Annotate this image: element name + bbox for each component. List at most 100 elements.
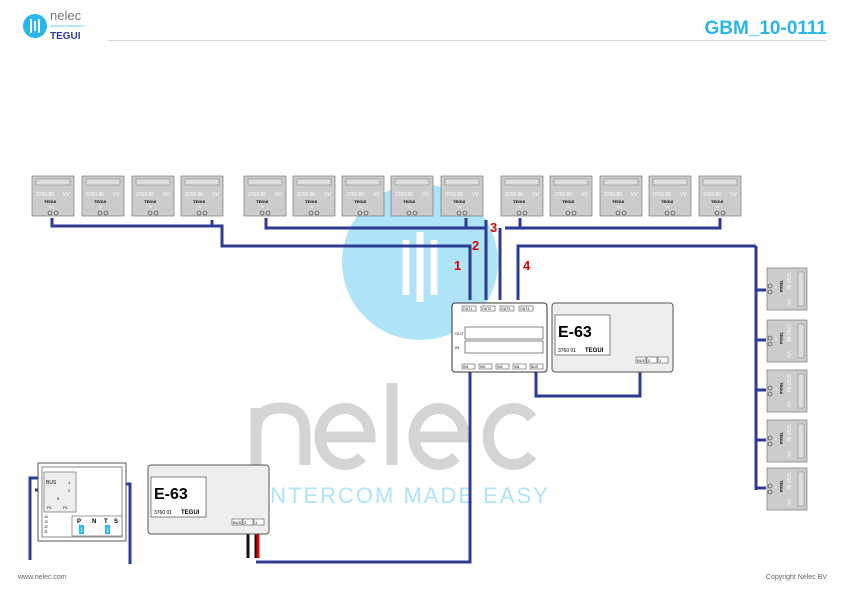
brand-label: TEGUI xyxy=(181,510,200,516)
logo-mark: nelec INTERCOM MADE EASY TEGUI xyxy=(23,8,84,42)
module-brand: TEGUI xyxy=(779,382,784,394)
terminal-screw-icon xyxy=(714,210,720,216)
input-label: IN1 xyxy=(463,365,469,369)
watermark: INTERCOM MADE EASY xyxy=(250,184,550,508)
module-in-label: IN xyxy=(99,205,102,209)
line-numbers: 1 2 3 4 xyxy=(454,220,531,273)
terminal-screw-icon xyxy=(456,210,462,216)
terminal-screw-icon xyxy=(767,391,773,397)
module-code: 3760 86 xyxy=(785,324,791,342)
module-code: 3760 86 xyxy=(248,192,266,198)
terminal-screw-icon xyxy=(621,210,627,216)
module-in-label: IN xyxy=(774,337,778,340)
model-code: 3760 01 xyxy=(558,348,576,354)
module-suffix: VV xyxy=(472,192,479,198)
psu-terminal-label: BUS xyxy=(637,358,646,363)
svg-text:J2: J2 xyxy=(44,525,48,529)
module-suffix: VV xyxy=(532,192,539,198)
terminal-screw-icon xyxy=(53,210,59,216)
module-in-label: IN xyxy=(774,485,778,488)
module-code: 3760 86 xyxy=(445,192,463,198)
terminal-screw-icon xyxy=(720,210,726,216)
terminal-screw-icon xyxy=(522,210,528,216)
module-brand: TEGUI xyxy=(779,432,784,444)
module-code: 3760 86 xyxy=(346,192,364,198)
terminal-screw-icon xyxy=(406,210,412,216)
module-code: 3760 86 xyxy=(653,192,671,198)
terminal-screw-icon xyxy=(153,210,159,216)
module-suffix: VV xyxy=(324,192,331,198)
output-terminal xyxy=(480,305,496,312)
module-brand: TEGUI xyxy=(354,199,366,204)
module-suffix: VV xyxy=(113,192,120,198)
module-brand: TEGUI xyxy=(779,332,784,344)
svg-text:J4: J4 xyxy=(44,515,48,519)
module-code: 3760 86 xyxy=(785,272,791,290)
model-label: E-63 xyxy=(154,486,188,503)
svg-text:P: P xyxy=(77,519,81,525)
module-code: 3760 86 xyxy=(395,192,413,198)
model-code: 3760 01 xyxy=(154,510,172,516)
terminal-screw-icon xyxy=(767,335,773,341)
module-in-label: IN xyxy=(49,205,52,209)
input-label: IN2 xyxy=(480,365,486,369)
bus-label: BUS xyxy=(46,480,57,486)
terminal-screw-icon xyxy=(357,210,363,216)
module-code: 3760 86 xyxy=(136,192,154,198)
module-in-label: IN xyxy=(149,205,152,209)
logo-name: nelec xyxy=(50,8,82,23)
watermark-name-lettering xyxy=(250,383,537,470)
module-code: 3760 86 xyxy=(604,192,622,198)
watermark-tagline: INTERCOM MADE EASY xyxy=(262,483,550,508)
module-code: 3760 86 xyxy=(785,472,791,490)
terminal-screw-icon xyxy=(147,210,153,216)
terminal-screw-icon xyxy=(670,210,676,216)
module-brand: TEGUI xyxy=(779,480,784,492)
terminal-5: 5 xyxy=(57,496,60,501)
input-terminal xyxy=(478,363,493,370)
footer-website[interactable]: www.nelec.com xyxy=(18,574,67,581)
brand-label: TEGUI xyxy=(585,348,604,354)
module-code: 3760 86 xyxy=(703,192,721,198)
module-code: 3760 86 xyxy=(785,424,791,442)
module-in-label: IN xyxy=(774,387,778,390)
module-in-label: IN xyxy=(666,205,669,209)
terminal-screw-icon xyxy=(363,210,369,216)
terminal-screw-icon xyxy=(308,210,314,216)
document-code: GBM_10-0111 xyxy=(704,18,827,39)
terminal-screw-icon xyxy=(767,441,773,447)
terminal-screw-icon xyxy=(565,210,571,216)
terminal-screw-icon xyxy=(314,210,320,216)
module-in-label: IN xyxy=(359,205,362,209)
terminal-screw-icon xyxy=(767,489,773,495)
input-terminal xyxy=(512,363,527,370)
terminal-screw-icon xyxy=(571,210,577,216)
output-terminal xyxy=(461,305,477,312)
module-in-label: IN xyxy=(617,205,620,209)
module-code: 3760 86 xyxy=(505,192,523,198)
module-brand: TEGUI xyxy=(144,199,156,204)
output-label: OUT2 xyxy=(482,307,491,311)
line-number-4: 4 xyxy=(523,258,531,273)
module-suffix: VV xyxy=(730,192,737,198)
terminal-screw-icon xyxy=(767,283,773,289)
terminal-screw-icon xyxy=(615,210,621,216)
pl-label: PL xyxy=(47,505,53,510)
row-in-label: IN xyxy=(455,345,459,350)
line-number-2: 2 xyxy=(472,238,479,253)
module-code: 3760 86 xyxy=(554,192,572,198)
pl-label: PL xyxy=(63,505,69,510)
module-brand: TEGUI xyxy=(513,199,525,204)
module-in-label: IN xyxy=(774,437,778,440)
module-suffix: VV xyxy=(373,192,380,198)
